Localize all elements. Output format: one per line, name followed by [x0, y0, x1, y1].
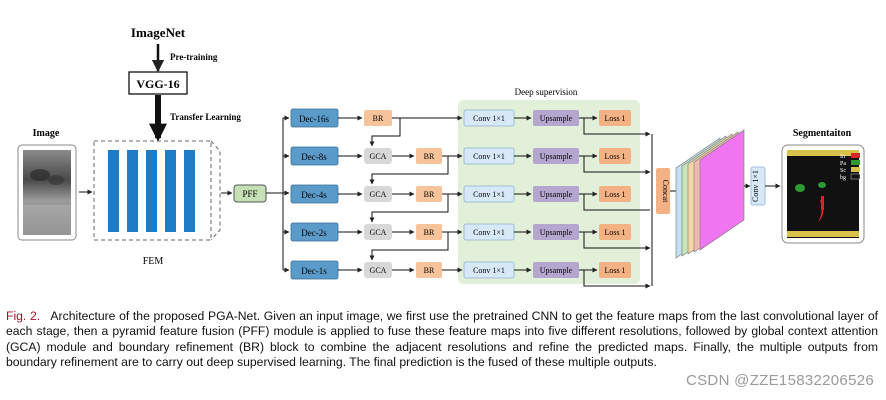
- conv-label-5: Conv 1×1: [473, 266, 505, 275]
- figure-number: Fig. 2.: [6, 309, 41, 323]
- upsample-box-1: [533, 110, 579, 126]
- br-box-1: [364, 110, 392, 126]
- loss-box-5: [599, 262, 631, 278]
- br-label-5: BR: [424, 266, 435, 275]
- decoder-label-8s: Dec-8s: [301, 152, 327, 162]
- loss-label-1: Loss 1: [604, 114, 625, 123]
- conv-label-2: Conv 1×1: [473, 152, 505, 161]
- conv-label-1: Conv 1×1: [473, 114, 505, 123]
- loss-label-3: Loss 1: [604, 190, 625, 199]
- imagenet-label: ImageNet: [131, 25, 186, 40]
- upsample-box-4: [533, 224, 579, 240]
- upsample-label-1: Upsample: [540, 114, 573, 123]
- image-label: Image: [33, 128, 60, 139]
- gca-box-3: [364, 224, 392, 240]
- concat-box: [656, 168, 670, 214]
- br-box-3: [416, 186, 442, 202]
- loss-label-2: Loss 1: [604, 152, 625, 161]
- segmentation-label: Segmentaiton: [793, 128, 852, 139]
- gca-label-4: GCA: [370, 266, 387, 275]
- upsample-label-4: Upsample: [540, 228, 573, 237]
- concatenated-feature-stack: [675, 129, 745, 259]
- upsample-box-3: [533, 186, 579, 202]
- loss-box-3: [599, 186, 631, 202]
- br-label-3: BR: [424, 190, 435, 199]
- pff-label: PFF: [242, 189, 257, 199]
- fem-label: FEM: [143, 256, 164, 267]
- br-label-2: BR: [424, 152, 435, 161]
- decoder-label-1s: Dec-1s: [301, 266, 327, 276]
- conv-label-4: Conv 1×1: [473, 228, 505, 237]
- architecture-figure: ImageNet Pre-training VGG-16 Transfer Le…: [17, 25, 865, 289]
- br-label-4: BR: [424, 228, 435, 237]
- gca-label-3: GCA: [370, 228, 387, 237]
- loss-box-2: [599, 148, 631, 164]
- upsample-label-2: Upsample: [540, 152, 573, 161]
- gca-box-4: [364, 262, 392, 278]
- fem-box: [93, 140, 212, 241]
- decoder-label-16s: Dec-16s: [299, 114, 329, 124]
- vgg-label: VGG-16: [136, 77, 179, 91]
- gca-label-1: GCA: [370, 152, 387, 161]
- csdn-watermark: CSDN @ZZE15832206526: [686, 372, 874, 389]
- pretraining-label: Pre-training: [170, 52, 218, 62]
- loss-label-5: Loss 1: [604, 266, 625, 275]
- loss-label-4: Loss 1: [604, 228, 625, 237]
- conv-label-3: Conv 1×1: [473, 190, 505, 199]
- gca-box-1: [364, 148, 392, 164]
- gca-box-2: [364, 186, 392, 202]
- vgg-box: [128, 71, 188, 95]
- supervision-rows: Conv 1×1 Upsample Loss 1 Conv 1×1 Upsamp…: [463, 109, 631, 279]
- svg-text:In: In: [840, 154, 845, 160]
- upsample-label-5: Upsample: [540, 266, 573, 275]
- concat-label: Concat: [661, 180, 670, 203]
- caption-text: Architecture of the proposed PGA-Net. Gi…: [6, 309, 878, 370]
- decoder-label-4s: Dec-4s: [301, 190, 327, 200]
- br-box-5: [416, 262, 442, 278]
- br-label-1: BR: [373, 114, 384, 123]
- decoder-label-2s: Dec-2s: [301, 228, 327, 238]
- segmentation-legend: In Pa Sc bg: [840, 153, 861, 181]
- br-box-2: [416, 148, 442, 164]
- loss-box-4: [599, 224, 631, 240]
- final-conv-label: Conv 1×1: [751, 170, 760, 202]
- upsample-box-2: [533, 148, 579, 164]
- fem-feature-bars: [108, 150, 195, 232]
- br-box-4: [416, 224, 442, 240]
- loss-box-1: [599, 110, 631, 126]
- upsample-label-3: Upsample: [540, 190, 573, 199]
- svg-text:Pa: Pa: [840, 161, 846, 167]
- figure-caption: Fig. 2. Architecture of the proposed PGA…: [6, 309, 878, 371]
- upsample-box-5: [533, 262, 579, 278]
- gca-label-2: GCA: [370, 190, 387, 199]
- svg-text:bg: bg: [840, 175, 846, 181]
- deep-supervision-label: Deep supervision: [515, 87, 578, 97]
- svg-text:Sc: Sc: [840, 168, 846, 174]
- transfer-learning-label: Transfer Learning: [170, 112, 241, 122]
